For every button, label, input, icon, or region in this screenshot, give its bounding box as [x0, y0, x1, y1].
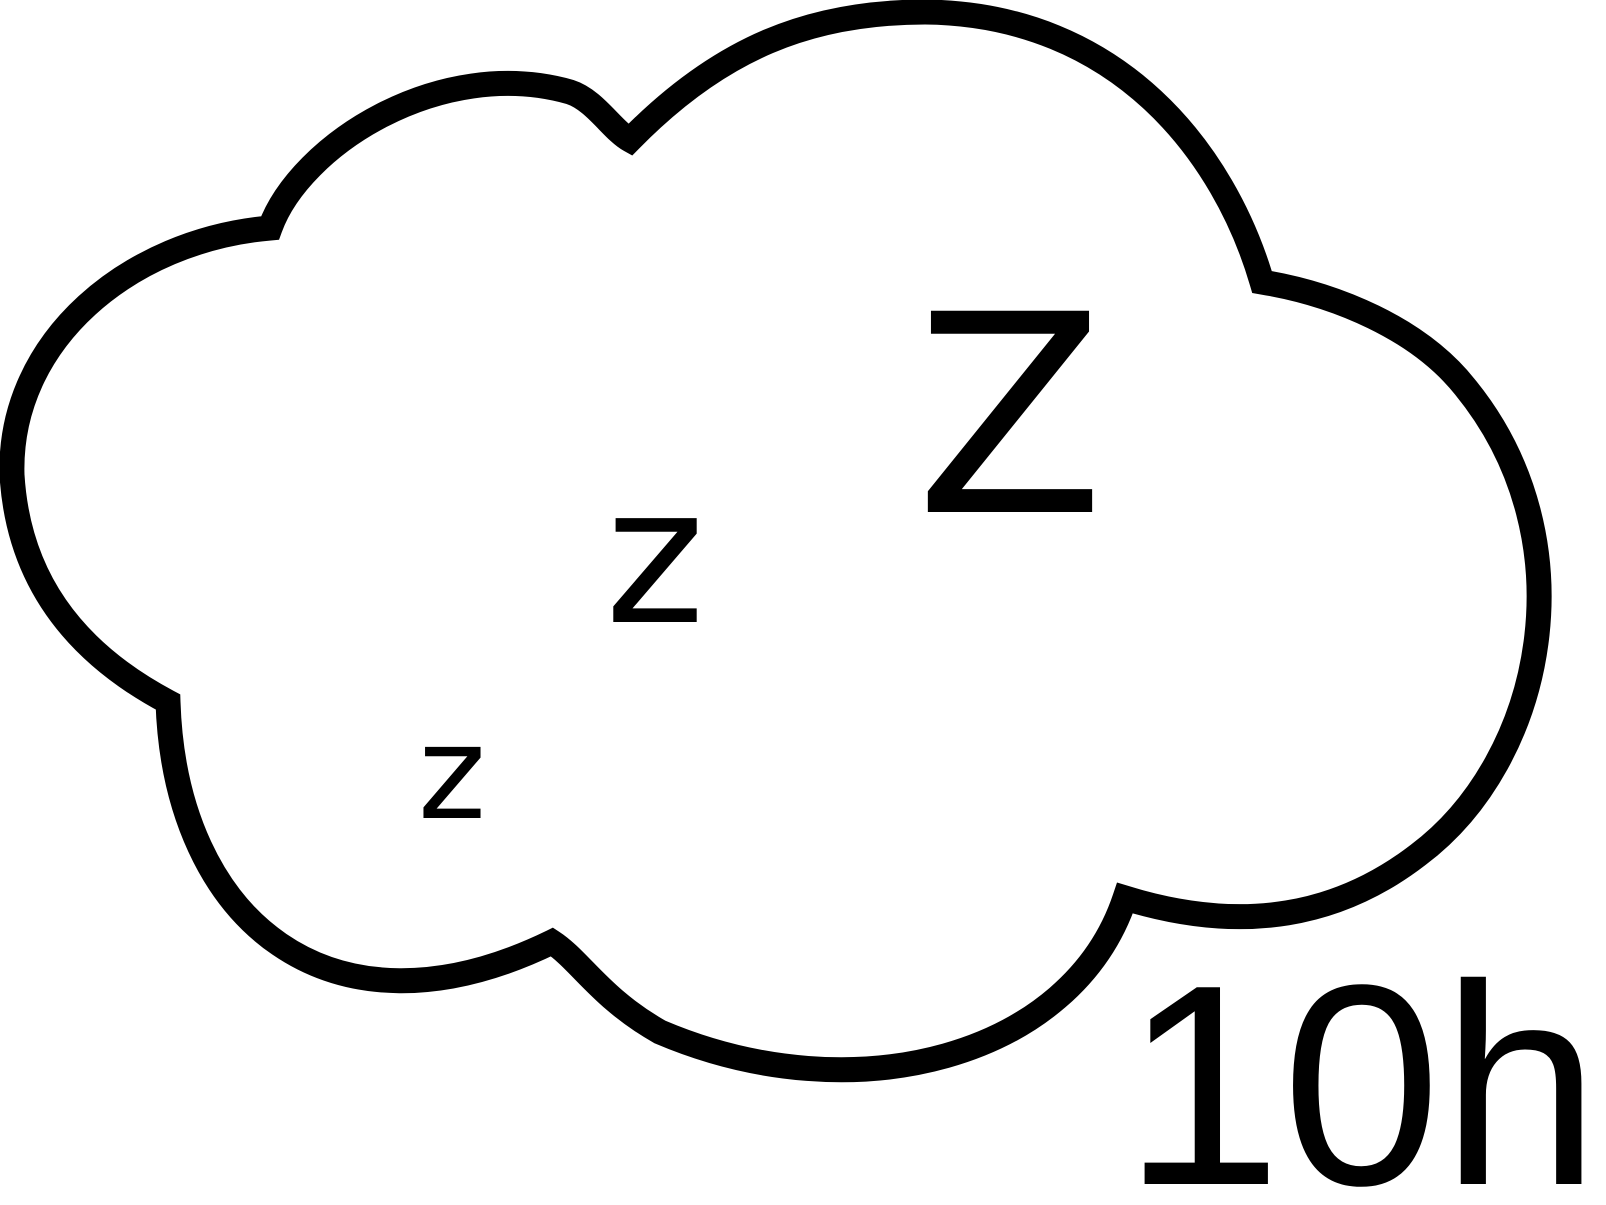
medium-z-letter: z	[605, 446, 705, 667]
thought-cloud-outline	[0, 0, 1552, 1083]
large-z-letter: Z	[915, 257, 1104, 578]
sleep-duration-label: 10h	[1123, 925, 1600, 1205]
small-z-letter: z	[418, 697, 486, 849]
